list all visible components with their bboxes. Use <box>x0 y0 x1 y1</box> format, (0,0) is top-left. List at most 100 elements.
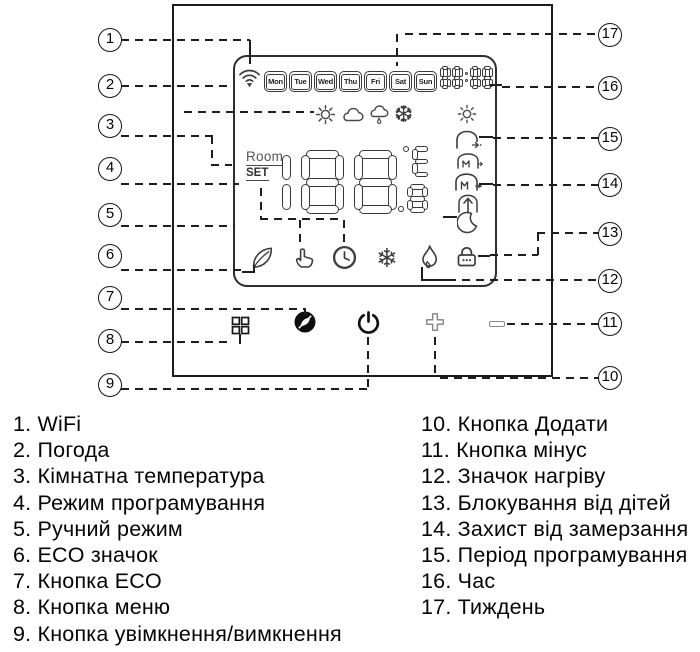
legend-item-13: 13. Блокування від дітей <box>421 490 671 515</box>
callout-9: 9 <box>98 373 122 397</box>
callout-line-7-drop <box>304 308 307 315</box>
legend-item-7: 7. Кнопка ECO <box>13 569 162 594</box>
callout-line-10-drop <box>434 337 437 378</box>
callout-11: 11 <box>598 312 622 336</box>
callout-line-12-stub <box>421 279 448 281</box>
legend-right-column: 10. Кнопка Додати 11. Кнопка мінус 12. З… <box>421 411 688 621</box>
day-box-thu: Thu <box>339 71 362 92</box>
day-box-mon: Mon <box>264 71 287 92</box>
callout-6: 6 <box>98 244 122 268</box>
callout-line-4-inner-drop <box>260 188 263 219</box>
callout-line-12 <box>448 279 599 282</box>
callout-line-5-hand-drop <box>299 220 302 243</box>
legend-left-column: 1. WiFi 2. Погода 3. Кімнатна температур… <box>13 411 342 647</box>
callout-line-4-inner <box>260 218 344 221</box>
callout-14: 14 <box>598 173 622 197</box>
callout-line-16 <box>502 86 599 89</box>
plus-icon[interactable] <box>424 311 446 333</box>
callout-line-12-stub-v <box>421 267 423 281</box>
callout-line-14-stub <box>479 183 493 185</box>
callout-7: 7 <box>98 286 122 310</box>
callout-line-6 <box>121 269 242 272</box>
sun-icon <box>455 102 479 126</box>
callout-line-4 <box>121 183 239 186</box>
callout-line-7 <box>121 308 305 311</box>
child-lock-icon <box>453 244 480 269</box>
day-box-wed: Wed <box>314 71 337 92</box>
moon-icon <box>457 211 478 234</box>
clock-icon <box>331 244 358 271</box>
callout-line-13-stub <box>478 255 490 257</box>
legend-item-12: 12. Значок нагріву <box>421 464 606 489</box>
weather-snow-icon: ❆ <box>394 101 414 127</box>
callout-line-9 <box>121 388 368 391</box>
callout-3: 3 <box>98 114 122 138</box>
legend-item-14: 14. Захист від замерзання <box>421 516 689 541</box>
day-box-sat: Sat <box>389 71 412 92</box>
callout-line-11 <box>507 323 599 326</box>
house-home-icon <box>454 151 483 169</box>
wifi-icon <box>237 65 262 89</box>
callout-line-2-weather <box>184 111 314 114</box>
moon-connector <box>443 216 457 218</box>
legend-item-8: 8. Кнопка меню <box>13 595 171 620</box>
callout-line-6-stub-v <box>253 265 255 273</box>
callout-17: 17 <box>598 23 622 47</box>
callout-8: 8 <box>98 329 122 353</box>
temp-small-display <box>398 184 431 213</box>
legend-item-11: 11. Кнопка мінус <box>421 438 587 463</box>
weather-cloud-icon <box>340 106 366 123</box>
callout-line-2 <box>121 85 232 88</box>
day-box-sun: Sun <box>414 71 437 92</box>
callout-line-13-b <box>537 232 599 235</box>
callout-16: 16 <box>598 76 622 100</box>
callout-line-1-drop <box>249 40 251 64</box>
callout-line-9-drop <box>367 337 370 389</box>
callout-line-15 <box>493 137 599 140</box>
callout-line-17 <box>405 33 599 36</box>
menu-icon[interactable] <box>231 316 250 335</box>
manual-hand-icon <box>291 244 318 271</box>
house-home-active-icon <box>452 171 483 192</box>
frost-snowflake-icon: ❄ <box>376 243 398 273</box>
callout-12: 12 <box>598 269 622 293</box>
callout-line-3-drop <box>211 136 214 165</box>
callout-10: 10 <box>598 366 622 390</box>
legend-item-16: 16. Час <box>421 569 496 594</box>
weather-rain-icon <box>367 104 391 126</box>
callout-13: 13 <box>598 222 622 246</box>
day-box-tue: Tue <box>289 71 312 92</box>
time-display <box>440 66 494 89</box>
callout-line-17-drop <box>396 34 399 66</box>
legend-item-6: 6. ECO значок <box>13 543 158 568</box>
weather-sun-icon <box>314 103 337 126</box>
callout-line-3 <box>121 135 213 138</box>
callout-line-5 <box>121 225 235 228</box>
room-label: Room <box>246 149 286 166</box>
set-label: SET <box>246 167 270 181</box>
callout-line-4-clock-drop <box>343 220 346 243</box>
eco-button-icon[interactable] <box>294 311 316 333</box>
house-arrow-up-icon <box>455 192 481 213</box>
callout-line-13-rise <box>537 233 540 255</box>
legend-item-1: 1. WiFi <box>13 412 82 436</box>
callout-line-8 <box>121 341 233 344</box>
power-icon[interactable] <box>356 309 381 335</box>
callout-line-14 <box>493 184 599 187</box>
legend-item-17: 17. Тиждень <box>421 595 546 620</box>
callout-4: 4 <box>98 157 122 181</box>
temp-unit-glyph <box>403 146 433 177</box>
callout-2: 2 <box>98 74 122 98</box>
legend-item-4: 4. Режим програмування <box>13 490 266 515</box>
legend-item-9: 9. Кнопка увімкнення/вимкнення <box>13 621 342 646</box>
callout-line-8-stub <box>239 334 241 344</box>
minus-icon[interactable] <box>489 321 505 327</box>
callout-5: 5 <box>98 203 122 227</box>
legend-item-3: 3. Кімнатна температура <box>13 464 265 489</box>
legend-item-2: 2. Погода <box>13 438 110 463</box>
legend-item-15: 15. Період програмування <box>421 543 688 568</box>
weekday-row: Mon Tue Wed Thu Fri Sat Sun <box>264 71 437 92</box>
temperature-display <box>282 150 407 214</box>
callout-line-6-stub <box>242 271 255 273</box>
